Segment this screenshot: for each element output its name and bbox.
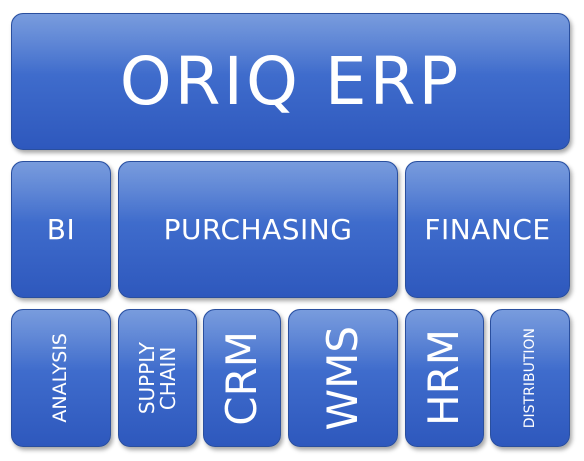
module-analysis-label: ANALYSIS [49, 333, 72, 423]
module-supply-chain-label: SUPPLY CHAIN [134, 341, 180, 415]
module-supply-chain: SUPPLY CHAIN [118, 309, 197, 447]
module-analysis: ANALYSIS [11, 309, 111, 447]
module-wms-label: WMS [317, 325, 367, 431]
module-purchasing: PURCHASING [118, 161, 398, 298]
module-bi: BI [11, 161, 111, 298]
module-finance-label: FINANCE [424, 213, 551, 246]
module-distribution-label: DISTRIBUTION [521, 327, 538, 429]
erp-title-block: ORIQ ERP [11, 13, 570, 150]
module-distribution: DISTRIBUTION [490, 309, 570, 447]
module-purchasing-label: PURCHASING [163, 213, 353, 246]
module-hrm-label: HRM [419, 329, 469, 427]
module-crm: CRM [203, 309, 281, 447]
module-bi-label: BI [46, 213, 76, 246]
module-crm-label: CRM [216, 330, 266, 426]
erp-title: ORIQ ERP [119, 43, 462, 120]
module-hrm: HRM [405, 309, 484, 447]
supply-chain-line2: CHAIN [155, 346, 180, 410]
supply-chain-line1: SUPPLY [134, 341, 159, 415]
module-finance: FINANCE [405, 161, 570, 298]
module-wms: WMS [288, 309, 398, 447]
